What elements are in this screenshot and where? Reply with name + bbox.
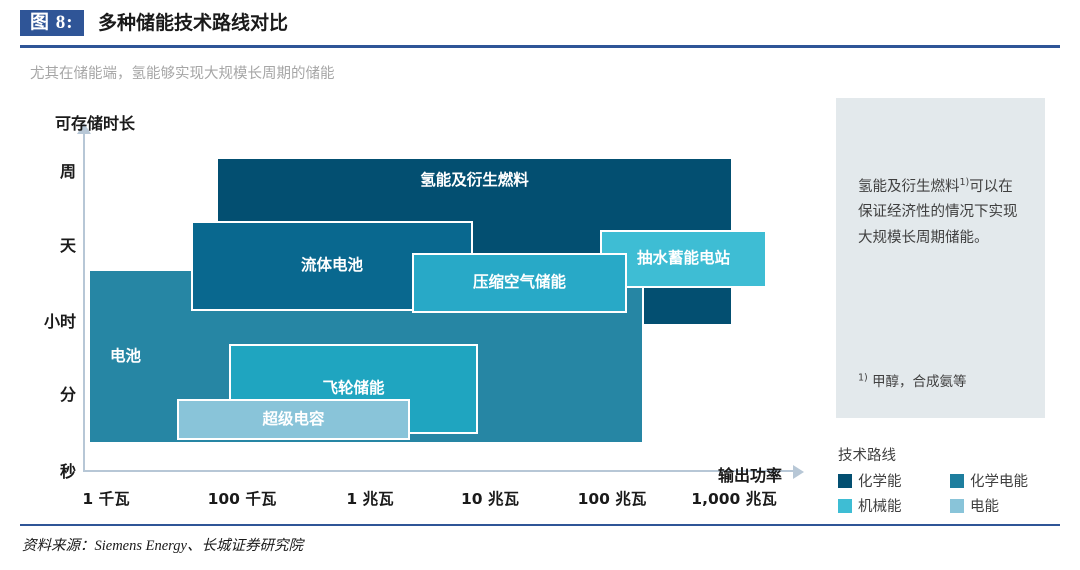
legend-item-label: 化学能 [858, 474, 902, 490]
y-tick-label: 周 [59, 162, 76, 181]
side-footnote-superscript: 1) [858, 372, 868, 384]
legend-title: 技术路线 [838, 448, 896, 464]
tech-box-label: 电池 [110, 346, 142, 365]
x-axis-line [83, 470, 795, 472]
header-divider [20, 45, 1060, 48]
legend-item-label: 电能 [970, 499, 999, 515]
figure-header: 图 8: 多种储能技术路线对比 [20, 10, 1060, 44]
y-tick-label: 小时 [43, 312, 76, 331]
y-tick-label: 分 [59, 385, 76, 404]
tech-box-label: 飞轮储能 [322, 379, 385, 398]
side-note-text: 氢能及衍生燃料1)可以在保证经济性的情况下实现大规模长周期储能。 [858, 175, 1026, 251]
tech-box-compressed-air[interactable]: 压缩空气储能 [412, 253, 627, 313]
side-note-panel [836, 98, 1045, 418]
y-tick-label: 天 [59, 236, 76, 255]
x-tick-label: 1 兆瓦 [346, 490, 394, 508]
chart-plot-area: 可存储时长 输出功率 周 天 小时 分 秒 1 千瓦 100 千瓦 1 兆瓦 1… [43, 114, 804, 508]
y-axis-arrow-icon [77, 123, 91, 134]
tech-box-label: 抽水蓄能电站 [636, 249, 730, 268]
x-axis-title: 输出功率 [718, 466, 783, 485]
legend-item-electrochemical[interactable]: 化学电能 [950, 470, 1062, 491]
side-footnote: 1) 甲醇，合成氨等 [858, 370, 1028, 391]
legend-items: 化学能 化学电能 机械能 电能 [838, 470, 1068, 516]
page-title: 多种储能技术路线对比 [98, 12, 289, 34]
legend-swatch-icon [838, 473, 852, 488]
x-tick-label: 100 千瓦 [207, 490, 277, 508]
x-tick-label: 100 兆瓦 [577, 490, 647, 508]
legend-item-mechanical[interactable]: 机械能 [838, 495, 950, 516]
footer-divider [20, 524, 1060, 526]
side-footnote-text: 甲醇，合成氨等 [872, 374, 967, 390]
tech-box-label: 氢能及衍生燃料 [420, 171, 529, 189]
x-tick-label: 1,000 兆瓦 [691, 490, 777, 508]
side-note-text-post: 可以在保证经济性的情况下实现大规模长周期储能。 [858, 179, 1018, 246]
tech-box-label: 压缩空气储能 [472, 273, 566, 292]
x-tick-label: 1 千瓦 [82, 490, 130, 508]
legend-item-label: 机械能 [858, 499, 902, 515]
source-note: 资料来源：Siemens Energy、长城证券研究院 [22, 538, 303, 554]
figure-number-tag: 图 8: [20, 10, 84, 36]
tech-box-label: 流体电池 [300, 256, 363, 275]
legend-item-electrical[interactable]: 电能 [950, 495, 1062, 516]
legend-swatch-icon [950, 473, 964, 488]
legend: 技术路线 化学能 化学电能 机械能 电能 [838, 444, 1068, 516]
figure-subtitle: 尤其在储能端，氢能够实现大规模长周期的储能 [30, 66, 335, 82]
side-note-superscript: 1) [959, 177, 970, 189]
side-note-text-pre: 氢能及衍生燃料 [858, 179, 960, 195]
x-tick-label: 10 兆瓦 [461, 490, 519, 508]
y-tick-label: 秒 [59, 462, 76, 481]
x-axis-arrow-icon [793, 465, 804, 479]
tech-box-label: 超级电容 [262, 409, 325, 428]
legend-item-label: 化学电能 [970, 474, 1028, 490]
legend-item-chemical[interactable]: 化学能 [838, 470, 950, 491]
tech-box-supercapacitor[interactable]: 超级电容 [177, 399, 410, 440]
y-axis-title: 可存储时长 [55, 114, 136, 133]
legend-swatch-icon [950, 498, 964, 513]
legend-swatch-icon [838, 498, 852, 513]
y-axis-line [83, 132, 85, 472]
